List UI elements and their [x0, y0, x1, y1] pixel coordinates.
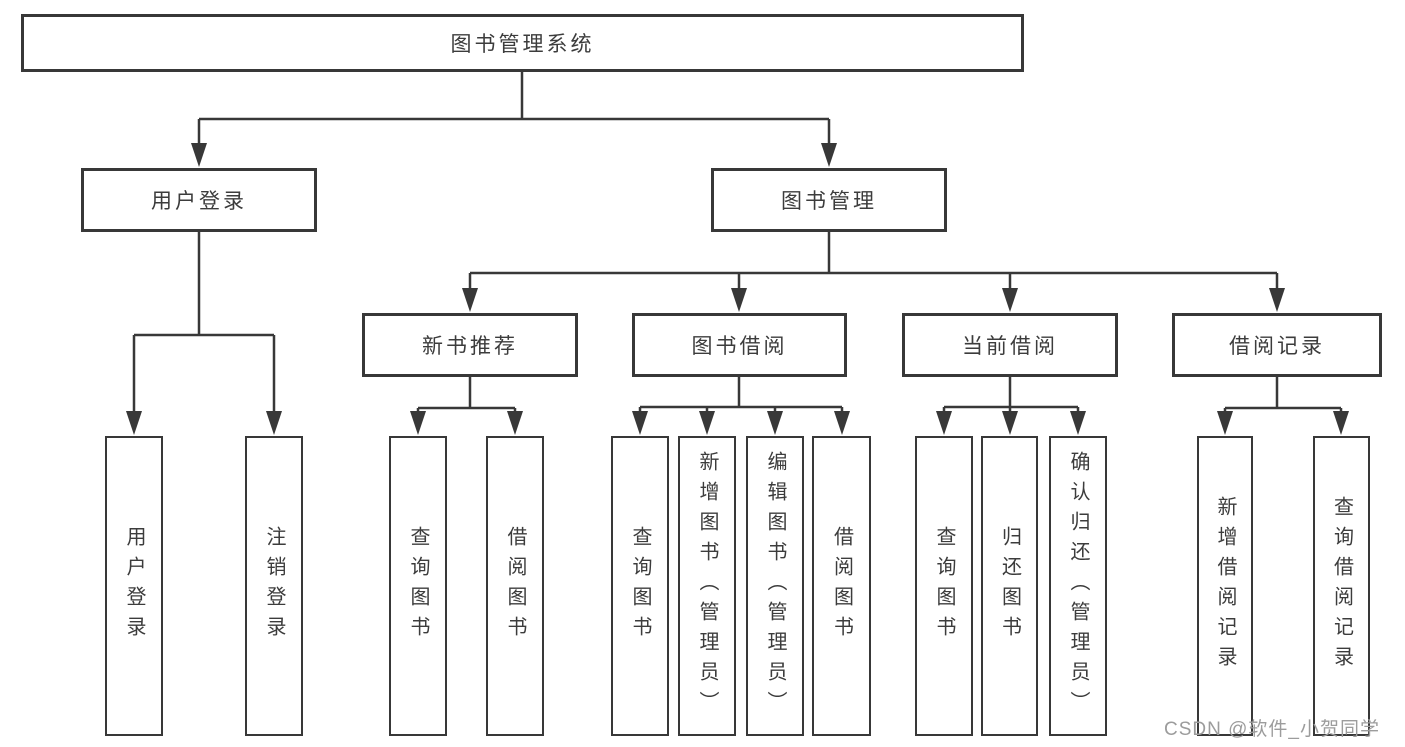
- arrowhead: [266, 411, 282, 435]
- node-label: 用户登录: [151, 190, 247, 213]
- connector-line: [132, 232, 276, 412]
- csdn-watermark: CSDN @软件_小贺同学: [1164, 719, 1380, 740]
- connector-book-borrow-children: [632, 377, 850, 435]
- node-label: 编辑图书（管理员）: [764, 451, 786, 721]
- leaf-add-borrow-record: 新增借阅记录: [1197, 436, 1253, 736]
- arrowhead: [731, 288, 747, 312]
- arrowhead: [410, 411, 426, 435]
- node-user-login: 用户登录: [81, 168, 317, 232]
- connector-line: [638, 377, 844, 412]
- connector-root-to-level2: [191, 72, 837, 167]
- arrowhead: [767, 411, 783, 435]
- node-book-management: 图书管理: [711, 168, 947, 232]
- node-label: 确认归还（管理员）: [1067, 451, 1089, 721]
- node-label: 借阅记录: [1229, 335, 1325, 358]
- connector-line: [942, 377, 1080, 412]
- connector-line: [1223, 377, 1343, 412]
- connector-borrow-records-children: [1217, 377, 1349, 435]
- node-label: 查询图书: [407, 526, 429, 646]
- node-label: 借阅图书: [830, 526, 853, 646]
- arrowhead: [821, 143, 837, 167]
- node-new-book-recommend: 新书推荐: [362, 313, 578, 377]
- leaf-query-books-current: 查询图书: [915, 436, 973, 736]
- node-label: 图书管理系统: [450, 33, 595, 56]
- leaf-borrow-books-borrow: 借阅图书: [812, 436, 871, 736]
- leaf-query-books-borrow: 查询图书: [611, 436, 669, 736]
- arrowhead: [1217, 411, 1233, 435]
- node-label: 新书推荐: [422, 335, 518, 358]
- arrowhead: [699, 411, 715, 435]
- arrowhead: [1269, 288, 1285, 312]
- arrowhead: [462, 288, 478, 312]
- node-label: 图书借阅: [691, 335, 788, 358]
- arrowhead: [126, 411, 142, 435]
- arrowhead: [507, 411, 523, 435]
- node-label: 查询图书: [933, 526, 955, 646]
- node-label: 查询借阅记录: [1330, 496, 1353, 676]
- node-borrow-records: 借阅记录: [1172, 313, 1382, 377]
- node-current-borrow: 当前借阅: [902, 313, 1118, 377]
- arrowhead: [1070, 411, 1086, 435]
- node-label: 图书管理: [781, 190, 877, 213]
- leaf-edit-book-admin: 编辑图书（管理员）: [746, 436, 804, 736]
- connector-user-login-children: [126, 232, 282, 435]
- connector-line: [197, 72, 831, 144]
- node-label: 当前借阅: [962, 335, 1058, 358]
- arrowhead: [632, 411, 648, 435]
- node-label: 注销登录: [263, 526, 285, 646]
- node-label: 归还图书: [998, 526, 1021, 646]
- node-label: 借阅图书: [504, 526, 526, 646]
- node-label: 查询图书: [629, 526, 651, 646]
- connector-book-management-to-level3: [462, 232, 1285, 312]
- node-label: 新增借阅记录: [1214, 496, 1236, 676]
- node-book-borrow: 图书借阅: [632, 313, 847, 377]
- arrowhead: [1002, 288, 1018, 312]
- node-label: 用户登录: [123, 526, 145, 646]
- leaf-user-login: 用户登录: [105, 436, 163, 736]
- arrowhead: [191, 143, 207, 167]
- connector-current-borrow-children: [936, 377, 1086, 435]
- leaf-query-books-recommend: 查询图书: [389, 436, 447, 736]
- leaf-borrow-books-recommend: 借阅图书: [486, 436, 544, 736]
- arrowhead: [834, 411, 850, 435]
- connector-line: [468, 232, 1279, 289]
- node-label: 新增图书（管理员）: [696, 451, 718, 721]
- leaf-query-borrow-record: 查询借阅记录: [1313, 436, 1370, 736]
- leaf-return-book: 归还图书: [981, 436, 1038, 736]
- arrowhead: [936, 411, 952, 435]
- leaf-logout: 注销登录: [245, 436, 303, 736]
- leaf-add-book-admin: 新增图书（管理员）: [678, 436, 736, 736]
- connector-line: [416, 377, 517, 412]
- connector-new-book-recommend-children: [410, 377, 523, 435]
- arrowhead: [1002, 411, 1018, 435]
- node-system-root: 图书管理系统: [21, 14, 1024, 72]
- arrowhead: [1333, 411, 1349, 435]
- leaf-confirm-return-admin: 确认归还（管理员）: [1049, 436, 1107, 736]
